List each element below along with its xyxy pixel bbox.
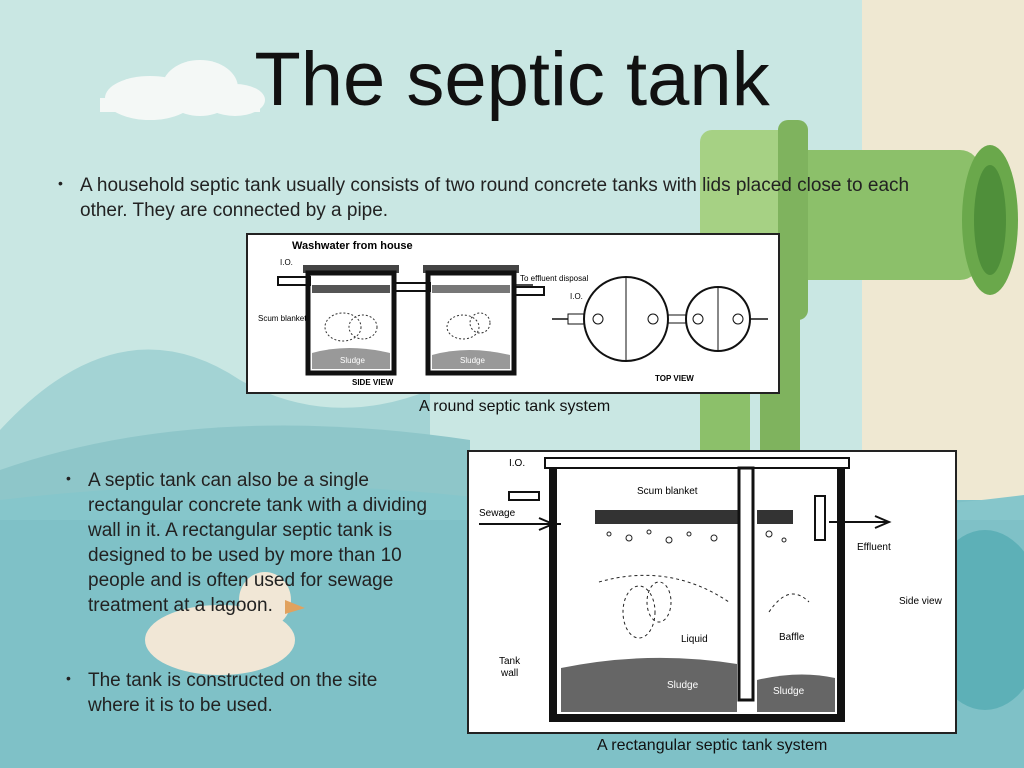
sludge-label-2: Sludge [773,686,805,697]
round-tank-caption: A round septic tank system [419,398,611,415]
sludge-label-1: Sludge [667,680,699,691]
tank-wall-label-line2: wall [500,668,518,679]
bullet-icon: • [66,470,71,486]
effluent-label: To effluent disposal [520,274,589,283]
tank-wall-label-line1: Tank [499,656,521,667]
round-tank-svg: Washwater from house I.O. To effluent di… [258,240,768,387]
bullet-icon: • [58,175,63,191]
slide-title: The septic tank [254,37,770,122]
cloud-shape [100,60,265,120]
bullet-text: A household septic tank usually consists… [80,175,910,221]
scum-label: Scum blanket [637,486,698,497]
sludge-label-2: Sludge [460,356,485,365]
scum-label: Scum blanket [258,314,307,323]
top-view-label: TOP VIEW [655,374,694,383]
duck-shape [145,572,305,675]
rectangular-tank-svg: I.O. Sewage Scum blanket Effluent Side v… [479,457,943,722]
bullet-rectangular-tank: • A septic tank can also be a single rec… [66,468,433,618]
rectangular-tank-caption: A rectangular septic tank system [597,737,828,754]
side-view-label: SIDE VIEW [352,378,394,387]
liquid-label: Liquid [681,634,708,645]
io-label-top: I.O. [570,292,583,301]
round-tank-diagram: Washwater from house I.O. To effluent di… [246,233,780,394]
sludge-label-1: Sludge [340,356,365,365]
washwater-label: Washwater from house [292,240,413,252]
bullet-text: The tank is constructed on the site wher… [88,670,378,716]
bullet-round-tanks: • A household septic tank usually consis… [58,173,960,223]
bullet-text: A septic tank can also be a single recta… [88,470,428,616]
sewage-label: Sewage [479,508,516,519]
side-view-label: Side view [899,596,943,607]
effluent-label: Effluent [857,542,891,553]
bullet-icon: • [66,670,71,686]
bullet-constructed-on-site: • The tank is constructed on the site wh… [66,668,433,718]
rectangular-tank-diagram: I.O. Sewage Scum blanket Effluent Side v… [467,450,957,734]
io-label: I.O. [509,458,525,469]
baffle-label: Baffle [779,632,805,643]
io-label: I.O. [280,258,293,267]
